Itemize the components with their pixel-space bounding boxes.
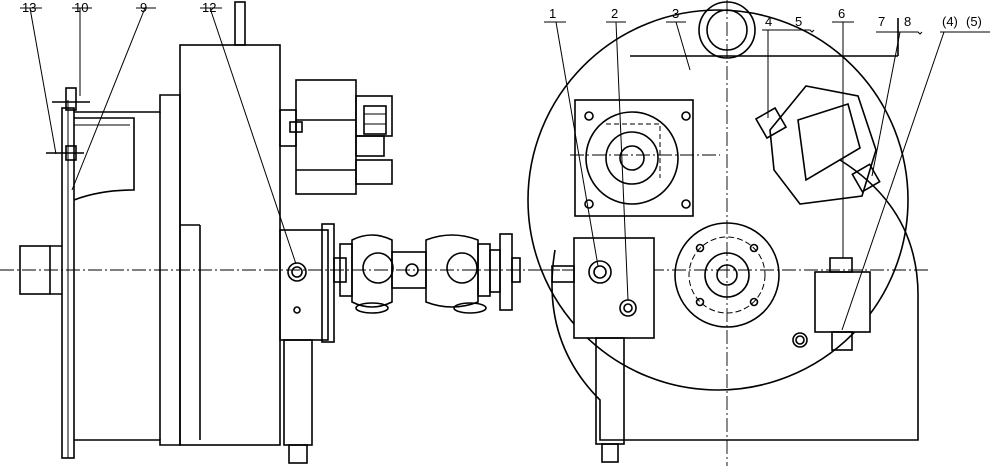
callout-3: 3 xyxy=(672,6,679,21)
callout-10: 10 xyxy=(74,0,88,15)
callout-13: 13 xyxy=(22,0,36,15)
callout-4-paren: (4) xyxy=(942,14,958,29)
callout-6: 6 xyxy=(838,6,845,21)
side-view xyxy=(0,1,560,464)
callout-1: 1 xyxy=(549,6,556,21)
callout-2: 2 xyxy=(611,6,618,21)
callout-5: 5 xyxy=(795,14,802,29)
callout-4: 4 xyxy=(765,14,772,29)
front-view xyxy=(527,0,990,466)
callout-5-paren: (5) xyxy=(966,14,982,29)
callout-12: 12 xyxy=(202,0,216,15)
callout-8: 8 xyxy=(904,14,911,29)
callout-7: 7 xyxy=(878,14,885,29)
callout-9: 9 xyxy=(140,0,147,15)
